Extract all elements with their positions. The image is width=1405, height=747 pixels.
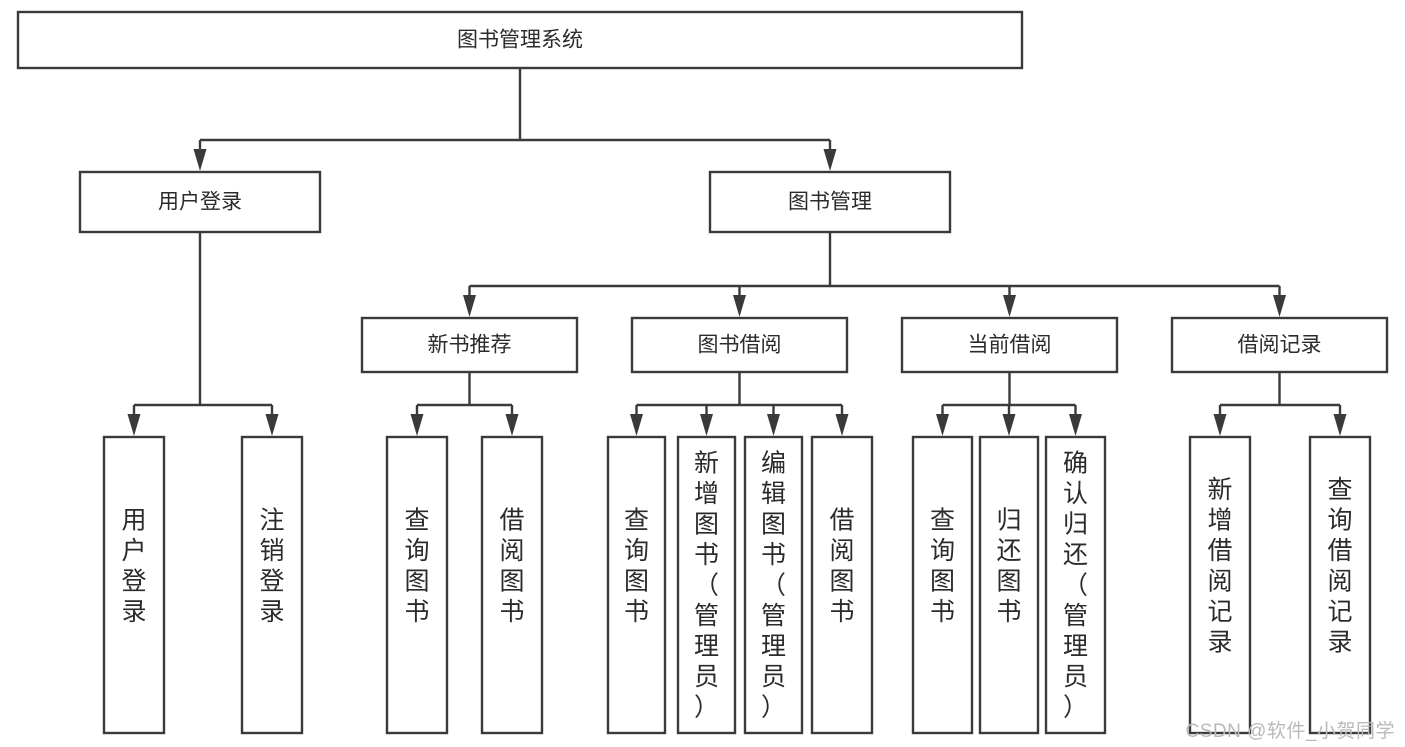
- node-book-manage[interactable]: 图书管理: [708, 170, 952, 234]
- node-label: 图书管理: [788, 191, 872, 214]
- node-label: 查询图书: [930, 506, 955, 626]
- node-borrow-record[interactable]: 借阅记录: [1170, 316, 1389, 374]
- connector-group-book-manage: [463, 232, 1286, 317]
- node-leaf-user-logout[interactable]: 注销登录: [240, 435, 304, 735]
- node-root[interactable]: 图书管理系统: [16, 10, 1024, 70]
- node-label: 确认归还（管理员）: [1063, 449, 1088, 721]
- node-label: 借阅图书: [499, 506, 524, 626]
- node-new-book-recommend[interactable]: 新书推荐: [360, 316, 579, 374]
- node-leaf-user-login[interactable]: 用户登录: [102, 435, 166, 735]
- connector-layer: [127, 68, 1347, 436]
- connector-group-book-borrow: [630, 372, 849, 436]
- connector-group-current-borrow: [936, 372, 1082, 436]
- node-label: 用户登录: [121, 506, 146, 626]
- node-label: 查询图书: [624, 506, 649, 626]
- node-leaf-query-record[interactable]: 查询借阅记录: [1308, 435, 1372, 735]
- connector-group-user-login: [127, 232, 279, 436]
- node-leaf-add-book[interactable]: 新增图书（管理员）: [676, 435, 737, 735]
- connector-group-borrow-record: [1213, 372, 1347, 436]
- node-label: 借阅图书: [829, 506, 854, 626]
- node-label: 借阅记录: [1238, 334, 1322, 357]
- node-label: 图书管理系统: [457, 29, 583, 52]
- node-leaf-query-book-3[interactable]: 查询图书: [911, 435, 974, 735]
- node-label: 新增图书（管理员）: [694, 449, 719, 721]
- node-label: 新书推荐: [428, 334, 512, 357]
- node-leaf-query-book-1[interactable]: 查询图书: [385, 435, 449, 735]
- node-label: 新增借阅记录: [1207, 475, 1232, 656]
- connector-group-root: [193, 68, 837, 171]
- node-label: 查询图书: [404, 506, 429, 626]
- node-label: 图书借阅: [698, 334, 782, 357]
- node-label: 当前借阅: [968, 334, 1052, 357]
- node-label: 编辑图书（管理员）: [761, 449, 786, 721]
- node-user-login[interactable]: 用户登录: [78, 170, 322, 234]
- node-label: 注销登录: [259, 506, 284, 626]
- node-leaf-edit-book[interactable]: 编辑图书（管理员）: [743, 435, 804, 735]
- node-layer: 图书管理系统用户登录图书管理新书推荐图书借阅当前借阅借阅记录用户登录注销登录查询…: [16, 10, 1389, 735]
- node-book-borrow[interactable]: 图书借阅: [630, 316, 849, 374]
- node-label: 查询借阅记录: [1327, 475, 1352, 656]
- node-leaf-borrow-book-1[interactable]: 借阅图书: [480, 435, 544, 735]
- node-leaf-add-record[interactable]: 新增借阅记录: [1188, 435, 1252, 735]
- connector-group-new-book-recommend: [410, 372, 519, 436]
- node-current-borrow[interactable]: 当前借阅: [900, 316, 1119, 374]
- node-leaf-query-book-2[interactable]: 查询图书: [606, 435, 667, 735]
- node-label: 用户登录: [158, 191, 242, 214]
- node-leaf-confirm-return[interactable]: 确认归还（管理员）: [1044, 435, 1107, 735]
- node-leaf-return-book[interactable]: 归还图书: [978, 435, 1040, 735]
- node-leaf-borrow-book-2[interactable]: 借阅图书: [810, 435, 874, 735]
- node-label: 归还图书: [996, 506, 1021, 626]
